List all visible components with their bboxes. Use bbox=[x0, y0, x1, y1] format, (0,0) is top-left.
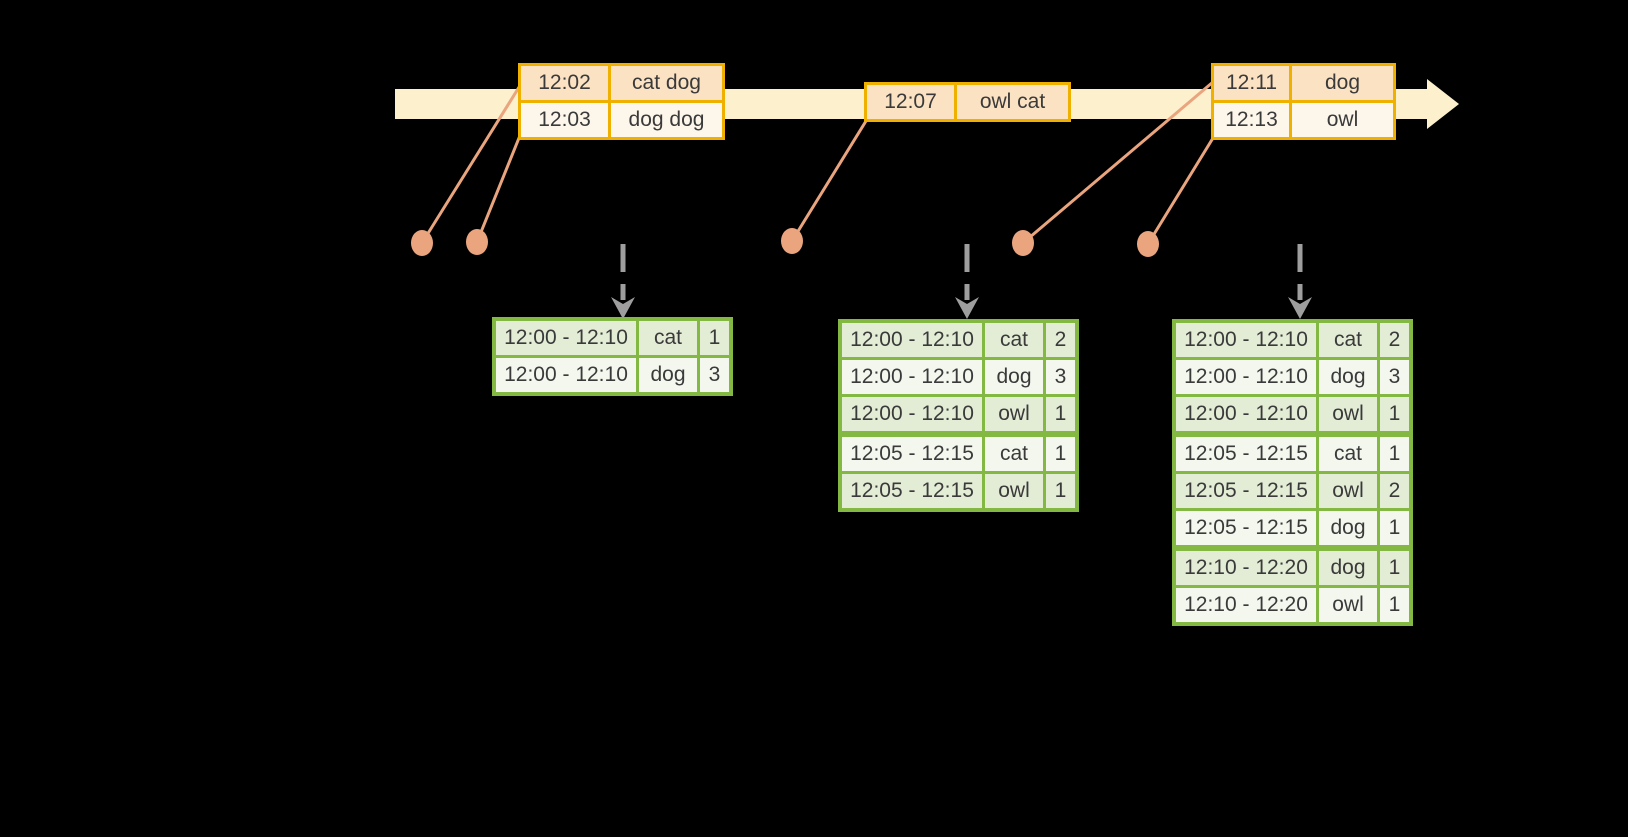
event-table-2: 12:07 owl cat bbox=[864, 82, 1071, 122]
result-row: 12:00 - 12:10 cat 2 bbox=[1176, 323, 1409, 357]
event-dot-4 bbox=[1012, 230, 1034, 256]
result-table-1: 12:00 - 12:10 cat 1 12:00 - 12:10 dog 3 bbox=[492, 317, 733, 396]
result-word: dog bbox=[1319, 360, 1377, 394]
result-window: 12:05 - 12:15 bbox=[842, 474, 982, 508]
event-row: 12:02 cat dog bbox=[521, 66, 722, 100]
result-window: 12:10 - 12:20 bbox=[1176, 551, 1316, 585]
event-words: owl cat bbox=[957, 85, 1068, 119]
result-word: cat bbox=[985, 323, 1043, 357]
result-word: owl bbox=[985, 474, 1043, 508]
event-row: 12:03 dog dog bbox=[521, 103, 722, 137]
result-count: 1 bbox=[1380, 511, 1409, 545]
result-row: 12:00 - 12:10 cat 1 bbox=[496, 321, 729, 355]
result-row: 12:00 - 12:10 dog 3 bbox=[1176, 360, 1409, 394]
result-row: 12:00 - 12:10 owl 1 bbox=[1176, 397, 1409, 431]
result-window: 12:05 - 12:15 bbox=[1176, 474, 1316, 508]
result-row: 12:10 - 12:20 dog 1 bbox=[1176, 551, 1409, 585]
result-count: 1 bbox=[1380, 437, 1409, 471]
connector-line-5 bbox=[1146, 137, 1215, 245]
event-row: 12:07 owl cat bbox=[867, 85, 1068, 119]
trigger-arrow-head-icon-3 bbox=[1288, 297, 1312, 319]
event-dot-2 bbox=[466, 229, 488, 255]
result-window: 12:05 - 12:15 bbox=[1176, 437, 1316, 471]
result-row: 12:00 - 12:10 dog 3 bbox=[496, 358, 729, 392]
result-word: dog bbox=[639, 358, 697, 392]
result-word: cat bbox=[985, 437, 1043, 471]
connector-line-3 bbox=[790, 120, 868, 242]
result-word: dog bbox=[1319, 551, 1377, 585]
result-count: 1 bbox=[1380, 551, 1409, 585]
result-word: dog bbox=[1319, 511, 1377, 545]
result-count: 2 bbox=[1380, 474, 1409, 508]
connector-line-4 bbox=[1022, 80, 1214, 245]
result-count: 1 bbox=[1380, 397, 1409, 431]
event-words: dog dog bbox=[611, 103, 722, 137]
result-window: 12:10 - 12:20 bbox=[1176, 588, 1316, 622]
result-word: cat bbox=[1319, 323, 1377, 357]
event-words: owl bbox=[1292, 103, 1393, 137]
result-window: 12:00 - 12:10 bbox=[1176, 360, 1316, 394]
event-table-1: 12:02 cat dog 12:03 dog dog bbox=[518, 63, 725, 140]
result-row: 12:00 - 12:10 owl 1 bbox=[842, 397, 1075, 431]
result-count: 1 bbox=[700, 321, 729, 355]
result-window: 12:00 - 12:10 bbox=[496, 321, 636, 355]
result-row: 12:05 - 12:15 owl 2 bbox=[1176, 474, 1409, 508]
timeline-arrowhead-icon bbox=[1427, 79, 1459, 129]
result-row: 12:00 - 12:10 cat 2 bbox=[842, 323, 1075, 357]
result-count: 1 bbox=[1380, 588, 1409, 622]
event-time: 12:03 bbox=[521, 103, 608, 137]
result-window: 12:00 - 12:10 bbox=[1176, 323, 1316, 357]
event-time: 12:02 bbox=[521, 66, 608, 100]
result-row: 12:10 - 12:20 owl 1 bbox=[1176, 588, 1409, 622]
result-row: 12:05 - 12:15 dog 1 bbox=[1176, 511, 1409, 545]
result-word: owl bbox=[1319, 474, 1377, 508]
result-word: cat bbox=[639, 321, 697, 355]
event-time: 12:07 bbox=[867, 85, 954, 119]
result-count: 2 bbox=[1046, 323, 1075, 357]
event-row: 12:11 dog bbox=[1214, 66, 1393, 100]
result-table-3: 12:00 - 12:10 cat 2 12:00 - 12:10 dog 3 … bbox=[1172, 319, 1413, 626]
event-time: 12:11 bbox=[1214, 66, 1289, 100]
result-count: 3 bbox=[700, 358, 729, 392]
result-window: 12:00 - 12:10 bbox=[1176, 397, 1316, 431]
connector-line-2 bbox=[475, 132, 523, 243]
result-row: 12:05 - 12:15 owl 1 bbox=[842, 474, 1075, 508]
result-window: 12:00 - 12:10 bbox=[842, 360, 982, 394]
event-row: 12:13 owl bbox=[1214, 103, 1393, 137]
connector-line-1 bbox=[420, 83, 523, 244]
result-count: 3 bbox=[1046, 360, 1075, 394]
result-window: 12:00 - 12:10 bbox=[842, 397, 982, 431]
result-window: 12:00 - 12:10 bbox=[842, 323, 982, 357]
result-word: owl bbox=[1319, 588, 1377, 622]
result-word: owl bbox=[1319, 397, 1377, 431]
result-window: 12:05 - 12:15 bbox=[842, 437, 982, 471]
event-dot-1 bbox=[411, 230, 433, 256]
result-count: 3 bbox=[1380, 360, 1409, 394]
result-word: dog bbox=[985, 360, 1043, 394]
event-table-3: 12:11 dog 12:13 owl bbox=[1211, 63, 1396, 140]
result-row: 12:05 - 12:15 cat 1 bbox=[842, 437, 1075, 471]
result-window: 12:00 - 12:10 bbox=[496, 358, 636, 392]
result-row: 12:05 - 12:15 cat 1 bbox=[1176, 437, 1409, 471]
result-word: cat bbox=[1319, 437, 1377, 471]
result-window: 12:05 - 12:15 bbox=[1176, 511, 1316, 545]
result-row: 12:00 - 12:10 dog 3 bbox=[842, 360, 1075, 394]
trigger-arrow-head-icon-2 bbox=[955, 297, 979, 319]
result-count: 2 bbox=[1380, 323, 1409, 357]
event-words: cat dog bbox=[611, 66, 722, 100]
result-table-2: 12:00 - 12:10 cat 2 12:00 - 12:10 dog 3 … bbox=[838, 319, 1079, 512]
event-dot-5 bbox=[1137, 231, 1159, 257]
result-count: 1 bbox=[1046, 437, 1075, 471]
event-dot-3 bbox=[781, 228, 803, 254]
trigger-arrow-head-icon-1 bbox=[611, 297, 635, 319]
result-count: 1 bbox=[1046, 474, 1075, 508]
result-count: 1 bbox=[1046, 397, 1075, 431]
event-words: dog bbox=[1292, 66, 1393, 100]
result-word: owl bbox=[985, 397, 1043, 431]
event-time: 12:13 bbox=[1214, 103, 1289, 137]
